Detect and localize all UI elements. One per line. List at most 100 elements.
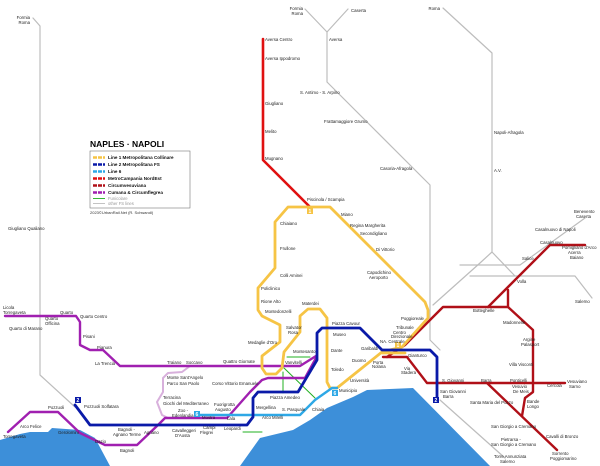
station-label: Bagnoli bbox=[120, 448, 134, 453]
line6 bbox=[198, 386, 339, 417]
station-label: Salice bbox=[522, 256, 534, 261]
station-label: Cavalli di Bronzo bbox=[546, 434, 579, 439]
station-label: Bagnoli - bbox=[118, 427, 136, 432]
station-label: Regina Margherita bbox=[350, 223, 386, 228]
station-label: Palasport bbox=[521, 342, 540, 347]
circumvesuviana-sarno-branch bbox=[381, 355, 567, 385]
cumana-lines bbox=[3, 314, 318, 447]
station-label: Caserta bbox=[351, 8, 367, 13]
station-label: Quattro Giornate bbox=[223, 359, 256, 364]
funicular-lines bbox=[242, 356, 316, 433]
station-label: Leopardi bbox=[224, 426, 241, 431]
station-label: Barra bbox=[443, 394, 454, 399]
station-label: Porta bbox=[373, 360, 384, 365]
station-label: Cercola bbox=[547, 383, 562, 388]
station-label: Piazza Amedeo bbox=[270, 395, 300, 400]
station-label: Augusto bbox=[215, 407, 231, 412]
badge-label: 2 bbox=[77, 398, 80, 404]
badge-line6-mostra: 6 bbox=[194, 411, 200, 418]
station-label: Nolana bbox=[372, 364, 386, 369]
legend-item: Cumana & Circumflegrea bbox=[93, 190, 163, 195]
station-label: Sarno bbox=[569, 384, 581, 389]
station-label: Vesuviano bbox=[567, 379, 587, 384]
station-label: Salvator bbox=[286, 325, 302, 330]
station-label: Licola bbox=[3, 305, 15, 310]
station-label: Barra bbox=[481, 378, 492, 383]
fs-line-caserta bbox=[304, 8, 441, 351]
station-label: Mostra bbox=[202, 415, 216, 420]
station-label: Terracina bbox=[163, 395, 181, 400]
legend-item: Line 1 Metropolitana Collinare bbox=[93, 155, 174, 160]
station-label: Toledo bbox=[331, 367, 344, 372]
station-label: Università bbox=[350, 378, 370, 383]
station-label: Montesanto bbox=[293, 349, 316, 354]
station-label: Rosa bbox=[288, 330, 299, 335]
badge-label: 1 bbox=[309, 209, 312, 215]
station-label: Chiaiano bbox=[280, 221, 298, 226]
legend: NAPLES · NAPOLI Line 1 Metropolitana Col… bbox=[89, 139, 191, 215]
badge-label: 1 bbox=[397, 343, 400, 349]
legend-box bbox=[89, 150, 191, 209]
legend-label: Funicolare bbox=[108, 196, 128, 201]
badge-label: 2 bbox=[435, 398, 438, 404]
station-label: Cavalleggeri bbox=[172, 428, 196, 433]
station-label: Via bbox=[404, 366, 411, 371]
station-label: A.V. bbox=[494, 168, 502, 173]
sea-gulf-of-naples bbox=[240, 388, 490, 466]
legend-item: MetroCampania NordEst bbox=[93, 176, 162, 181]
station-label: Formia bbox=[290, 6, 304, 11]
station-label: San Giorgio a Cremano bbox=[491, 442, 537, 447]
badge-line2-pozzuoli: 2 bbox=[75, 397, 81, 404]
station-label: San Giovanni bbox=[440, 389, 466, 394]
station-label: Casalnuovo di Napoli bbox=[535, 227, 576, 232]
station-label: Materdei bbox=[302, 301, 319, 306]
station-label: Arco Mirelli bbox=[262, 415, 283, 420]
station-label: Quarto bbox=[60, 310, 74, 315]
station-label: Pisani bbox=[83, 334, 95, 339]
station-label: Direzionale bbox=[391, 334, 413, 339]
station-label: Piscinola / Scampia bbox=[307, 197, 345, 202]
station-label: Casoria-Afragola bbox=[380, 166, 413, 171]
badge-label: 6 bbox=[196, 412, 199, 418]
station-label: Volla bbox=[517, 279, 527, 284]
station-label: Arco Felice bbox=[20, 424, 42, 429]
station-label: Parco San Paolo bbox=[167, 381, 200, 386]
funicular-chiaia bbox=[283, 367, 316, 399]
station-label: Mugnano bbox=[265, 156, 284, 161]
legend-label: Line 2 Metropolitana FS bbox=[108, 162, 160, 167]
station-label: Rione Alto bbox=[261, 299, 281, 304]
station-label: NA. Centrale bbox=[380, 339, 405, 344]
copyright: 2023©UrbanRail.Net (R. Schwandl) bbox=[90, 210, 154, 215]
station-label: Longo bbox=[527, 404, 540, 409]
station-label: Poggiomarino bbox=[550, 456, 577, 461]
fs-line-salerno bbox=[469, 251, 593, 299]
station-label: San Giorgio a Cremano bbox=[491, 424, 537, 429]
station-label: Garibaldi bbox=[361, 346, 378, 351]
station-label: Tribunale bbox=[396, 325, 414, 330]
map-title: NAPLES · NAPOLI bbox=[90, 139, 164, 149]
fs-line-west bbox=[32, 17, 76, 408]
legend-label: Line 1 Metropolitana Collinare bbox=[108, 155, 174, 160]
station-label: S. Pasquale bbox=[282, 407, 306, 412]
station-label: Dazio bbox=[95, 439, 107, 444]
station-label: Lala bbox=[227, 416, 236, 421]
station-label: Giugliano Qualiano bbox=[8, 226, 45, 231]
station-label: De Meis bbox=[513, 389, 529, 394]
badge-label: 6 bbox=[334, 391, 337, 397]
station-label: Piazza Cavour bbox=[332, 321, 361, 326]
station-label: Policlinico bbox=[261, 286, 281, 291]
station-label: Officina bbox=[45, 321, 60, 326]
station-label: Quarto Centro bbox=[80, 314, 108, 319]
station-label: Duomo bbox=[352, 358, 366, 363]
station-label: Salerno bbox=[575, 299, 590, 304]
badge-line6-municipio: 6 bbox=[332, 390, 338, 397]
station-label: Aversa Centro bbox=[265, 37, 293, 42]
legend-item: Line 6 bbox=[93, 169, 122, 174]
station-label: Gerolomini bbox=[58, 430, 79, 435]
station-label: Ponticelli bbox=[510, 378, 527, 383]
station-label: Pozzuoli bbox=[48, 405, 64, 410]
circumvesuviana-casalnuovo-branch bbox=[486, 243, 587, 309]
station-label: Monte Sant'Angelo bbox=[167, 375, 204, 380]
